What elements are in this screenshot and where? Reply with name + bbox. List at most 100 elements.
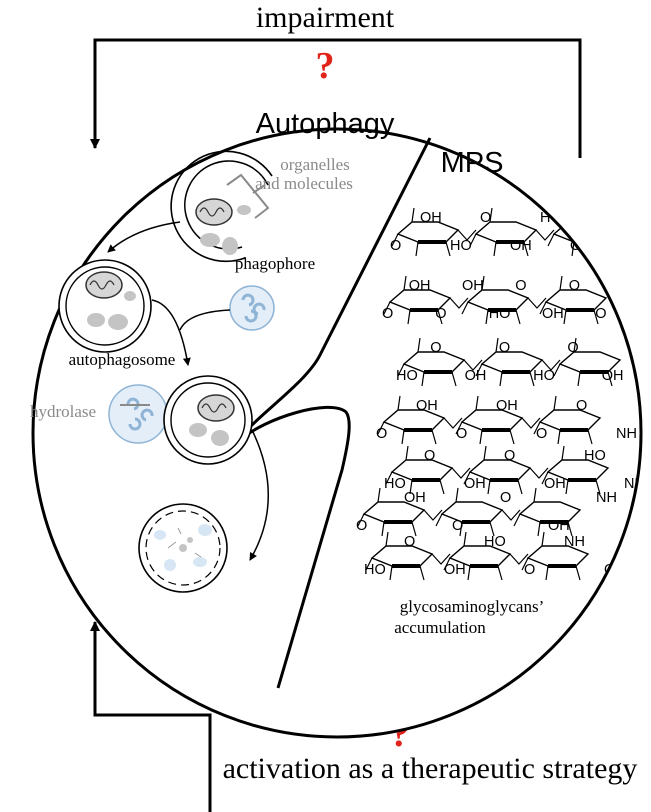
substituent-bond	[567, 207, 571, 223]
substituent-bond	[559, 275, 563, 291]
chem-label: O	[452, 518, 463, 534]
substituent-bond	[487, 479, 491, 495]
chem-label: OH	[600, 210, 622, 226]
sugar-ring-outline	[466, 289, 530, 311]
substituent-bond	[479, 429, 483, 445]
substituent-bond	[489, 207, 493, 223]
sugar-ring-outline	[362, 501, 426, 523]
glycosidic-link	[457, 229, 477, 241]
chem-label: O	[595, 306, 606, 322]
degradation-vesicle	[138, 503, 228, 593]
chem-label: OH	[465, 368, 487, 384]
substituent-bond	[571, 241, 575, 257]
substituent-bond	[407, 309, 411, 325]
chem-label: NH	[624, 476, 645, 492]
chem-label: OH	[444, 562, 466, 578]
substituent-bond	[437, 309, 443, 325]
chem-label: OH	[510, 238, 532, 254]
sugar-ring-outline	[382, 409, 446, 431]
chem-label: NH	[564, 534, 585, 550]
chem-label: OH	[464, 476, 486, 492]
substituent-bond	[435, 513, 443, 527]
substituent-bond	[497, 565, 503, 581]
substituent-bond	[483, 445, 487, 461]
substituent-bond	[365, 557, 373, 571]
substituent-bond	[419, 565, 425, 581]
glycosidic-link	[431, 553, 451, 565]
substituent-bond	[545, 565, 549, 581]
substituent-bond	[593, 309, 599, 325]
chem-label: O	[424, 448, 435, 464]
substituent-bond	[489, 521, 495, 537]
chem-label: O	[524, 562, 535, 578]
divider-curve	[238, 137, 432, 689]
chem-label: O	[569, 278, 580, 294]
arrow-to-autophagosome	[107, 221, 181, 253]
mps-heading: MPS	[441, 147, 504, 179]
chem-label: OH	[602, 368, 624, 384]
arrow-autophagosome-to-fusion	[151, 299, 191, 366]
sugar-ring-outline	[544, 289, 608, 311]
glycosidic-link	[541, 359, 561, 371]
hydrolase-label: hydrolase	[30, 402, 96, 421]
substituent-bond	[607, 371, 613, 387]
substituent-bond	[445, 241, 451, 257]
substituent-bond	[557, 429, 561, 445]
mitochondrion-icon	[197, 394, 235, 422]
substituent-bond	[415, 241, 419, 257]
substituent-bond	[439, 479, 445, 495]
chem-label: HO	[364, 562, 386, 578]
chem-label: HO	[489, 306, 511, 322]
chem-label: OH	[548, 518, 570, 534]
substituent-bond	[517, 479, 523, 495]
substituent-bond	[431, 429, 437, 445]
autophagy-heading: Autophagy	[256, 108, 395, 140]
chem-label: OH	[462, 278, 484, 294]
sugar-ring-outline	[460, 409, 524, 431]
sugar-ring-outline	[370, 545, 434, 567]
substituent-bond	[409, 479, 413, 495]
substituent-bond	[455, 487, 459, 503]
substituent-bond	[397, 363, 405, 377]
sugar-ring-outline	[388, 289, 452, 311]
chem-label: O	[480, 210, 491, 226]
chem-label: NH	[616, 426, 637, 442]
substituent-bond	[475, 363, 483, 377]
gag-structures: OOHHOOOHHOOOHNHOOHOOHHOOOHOONHHOOOHOHOOO…	[356, 207, 645, 581]
sugar-ring-outline	[546, 459, 610, 481]
chem-label: O	[567, 340, 578, 356]
substituent-bond	[403, 275, 407, 291]
chemical-labels: OOHHOOOHHOOOHNHOOHOOHHOOOHOONHHOOOHOHOOO…	[356, 210, 645, 578]
gag-caption-line2: accumulation	[394, 618, 486, 637]
substituent-bond	[533, 487, 537, 503]
activation-label: activation as a therapeutic strategy	[223, 752, 638, 785]
glycosidic-link	[451, 467, 471, 479]
substituent-bond	[469, 233, 477, 247]
glycosidic-link	[527, 297, 547, 309]
chem-label: OH	[496, 398, 518, 414]
chem-label: O	[570, 238, 581, 254]
substituent-bond	[461, 301, 469, 315]
substituent-bond	[499, 371, 503, 387]
sugar-ring-outline	[526, 545, 590, 567]
substituent-bond	[417, 337, 421, 353]
glycosidic-link	[423, 509, 443, 521]
chem-label: O	[376, 426, 387, 442]
substituent-bond	[377, 487, 381, 503]
substituent-bond	[493, 241, 497, 257]
chem-label: O	[382, 306, 393, 322]
organelles-label-line2: and molecules	[255, 174, 353, 193]
gag-caption-line1: glycosaminoglycans’	[400, 597, 544, 616]
glycosidic-link	[509, 553, 529, 565]
substituent-bond	[601, 241, 607, 257]
phagophore	[170, 150, 273, 263]
substituent-bond	[389, 565, 393, 581]
substituent-bond	[539, 301, 547, 315]
chem-label: O	[576, 398, 587, 414]
chem-label: HO	[396, 368, 418, 384]
impairment-connector	[90, 38, 582, 158]
chem-label: HO	[484, 534, 506, 550]
autophagosome-label: autophagosome	[69, 350, 176, 369]
substituent-bond	[509, 429, 515, 445]
